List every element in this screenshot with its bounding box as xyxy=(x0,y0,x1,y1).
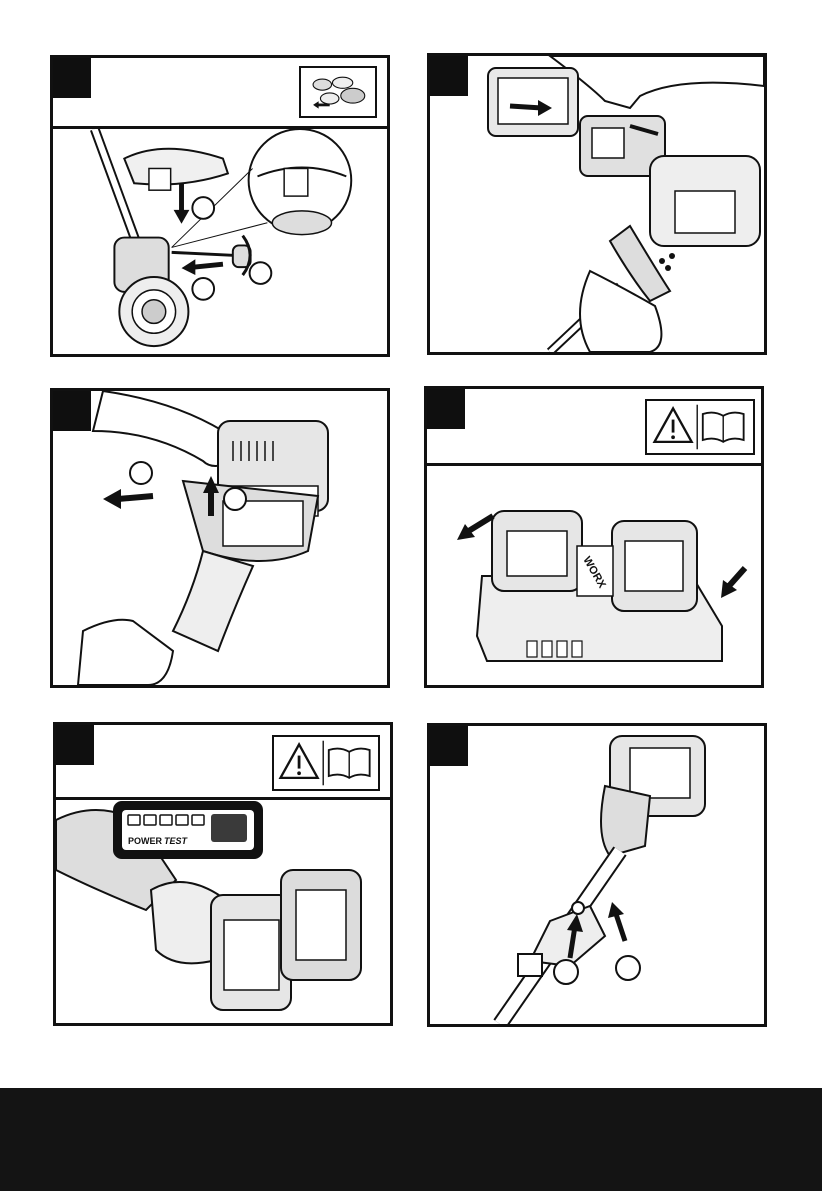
led-bar xyxy=(128,815,204,825)
step-number-badge xyxy=(56,725,94,765)
step-panel-6 xyxy=(427,723,767,1027)
callout-circle xyxy=(554,960,578,984)
power-test-button xyxy=(211,814,247,842)
callout-circle xyxy=(130,462,152,484)
power-label: POWER xyxy=(128,836,163,846)
callout-circle xyxy=(192,278,214,300)
led-4 xyxy=(176,815,188,825)
led-5 xyxy=(192,815,204,825)
trimmer-guard-illustration xyxy=(53,129,387,354)
step-panel-2 xyxy=(427,53,767,355)
step-panel-4: WORX xyxy=(424,386,764,688)
handle-adjust-illustration xyxy=(430,726,764,1024)
battery-remove-illustration xyxy=(53,391,387,685)
step-panel-5: POWER TEST xyxy=(53,722,393,1026)
led-1 xyxy=(128,815,140,825)
step-number-badge xyxy=(53,58,91,98)
led-3 xyxy=(160,815,172,825)
test-label: TEST xyxy=(164,836,189,846)
warning-and-manual-icon xyxy=(272,735,380,791)
callout-circle xyxy=(250,262,272,284)
step-panel-3 xyxy=(50,388,390,688)
battery-insert-illustration xyxy=(430,56,764,352)
callout-circle xyxy=(192,197,214,219)
warning-and-manual-icon xyxy=(645,399,755,455)
battery-power-test-illustration: POWER TEST xyxy=(56,800,390,1023)
footer-band xyxy=(0,1088,822,1191)
dual-charger-illustration: WORX xyxy=(427,466,761,685)
callout-circle xyxy=(224,488,246,510)
callout-circle xyxy=(616,956,640,980)
guard-assembly-thumbnail-icon xyxy=(299,66,377,118)
led-2 xyxy=(144,815,156,825)
step-number-badge xyxy=(427,389,465,429)
step-panel-1 xyxy=(50,55,390,357)
